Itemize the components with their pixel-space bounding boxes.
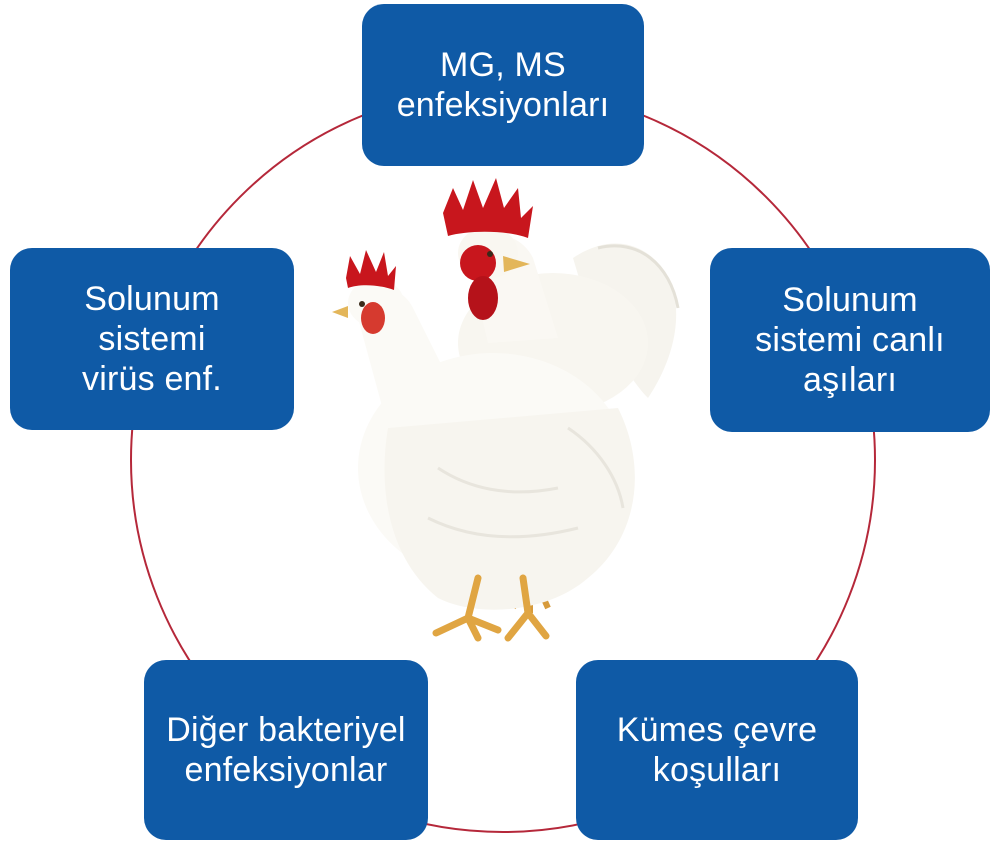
- node-respiratory-virus-infections: Solunum sistemi virüs enf.: [10, 248, 294, 430]
- node-other-bacterial-infections: Diğer bakteriyel enfeksiyonlar: [144, 660, 428, 840]
- node-mg-ms-infections: MG, MS enfeksiyonları: [362, 4, 644, 166]
- node-respiratory-live-vaccines: Solunum sistemi canlı aşıları: [710, 248, 990, 432]
- chicken-illustration: [318, 168, 698, 648]
- node-coop-environment-conditions: Kümes çevre koşulları: [576, 660, 858, 840]
